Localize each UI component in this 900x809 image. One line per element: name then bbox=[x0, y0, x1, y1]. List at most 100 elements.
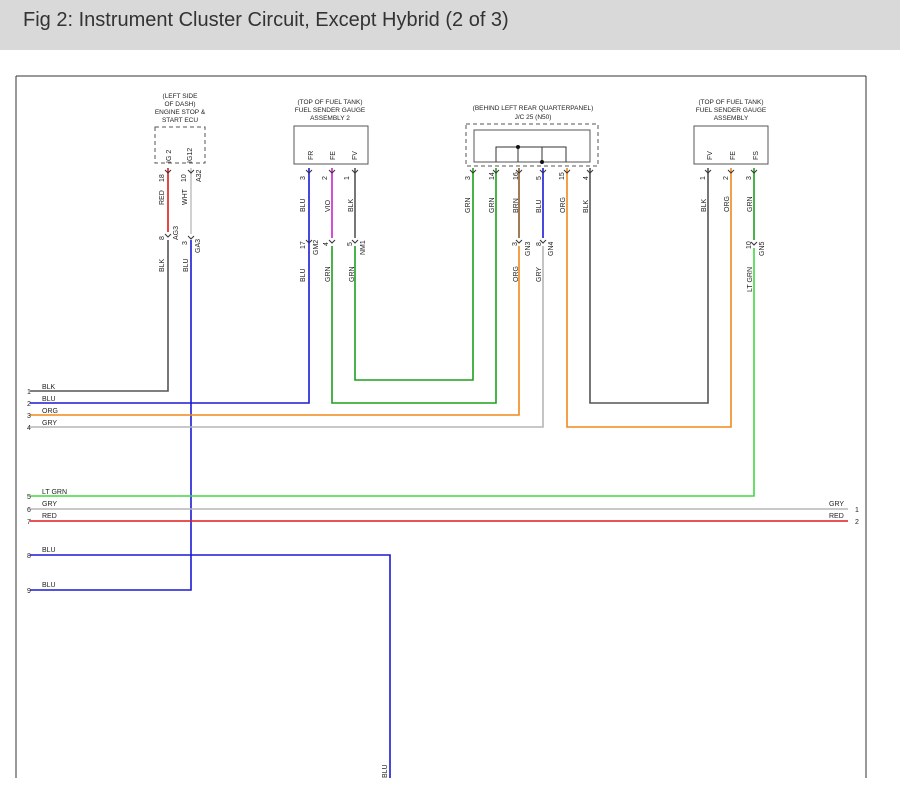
ecu-wire-red: RED bbox=[159, 190, 166, 205]
ecu-box bbox=[154, 126, 206, 164]
s1-pin-label-1: FV bbox=[707, 151, 714, 160]
left-num-9: 9 bbox=[27, 588, 31, 595]
bottom-wire-label: BLU bbox=[382, 764, 389, 778]
ecu-title-2: OF DASH) bbox=[164, 101, 195, 108]
s1-wire-grn: GRN bbox=[747, 196, 754, 212]
s2-title-3: ASSEMBLY 2 bbox=[310, 115, 350, 122]
s2-pin-num-3: 1 bbox=[344, 176, 351, 180]
jc-lower-gry: GRY bbox=[536, 267, 543, 282]
s1-splice-pin: 10 bbox=[746, 241, 753, 249]
wire-jc-org bbox=[30, 246, 520, 416]
right-num-1: 1 bbox=[855, 507, 859, 514]
left-lbl-3: ORG bbox=[42, 408, 58, 415]
wire-s1-ltgrn bbox=[30, 248, 755, 497]
s2-splice-conn-1: GM2 bbox=[313, 240, 320, 255]
s2-wire-blk: BLK bbox=[348, 198, 355, 212]
jc-wire-1: GRN bbox=[465, 197, 472, 213]
left-lbl-8: BLU bbox=[42, 547, 56, 554]
jc-wire-2: GRN bbox=[489, 197, 496, 213]
ecu-splice-conn-1: AG3 bbox=[173, 226, 180, 240]
left-num-5: 5 bbox=[27, 494, 31, 501]
jc-pin-5: 15 bbox=[559, 172, 566, 180]
s2-pin-label-1: FR bbox=[308, 151, 315, 160]
s1-box bbox=[693, 125, 769, 165]
ecu-title-4: START ECU bbox=[162, 117, 198, 124]
jc-wire-6: BLK bbox=[583, 199, 590, 213]
left-num-6: 6 bbox=[27, 507, 31, 514]
left-lbl-9: BLU bbox=[42, 582, 56, 589]
s2-pin-num-1: 3 bbox=[300, 176, 307, 180]
s1-lower-ltgrn: LT GRN bbox=[747, 267, 754, 292]
s1-pin-label-3: FS bbox=[753, 151, 760, 160]
ecu-title-3: ENGINE STOP & bbox=[155, 109, 206, 116]
s2-pin-label-3: FV bbox=[352, 151, 359, 160]
wire-s2-grn-1 bbox=[331, 168, 497, 404]
wires bbox=[30, 168, 848, 778]
jc-pin-6: 4 bbox=[583, 176, 590, 180]
ecu-splice-conn-2: GA3 bbox=[195, 239, 202, 253]
s1-pin-num-2: 2 bbox=[723, 176, 730, 180]
left-labels: 1 BLK 2 BLU 3 ORG 4 GRY 5 LT GRN 6 GRY 7… bbox=[27, 384, 67, 595]
jc-pin-1: 3 bbox=[465, 176, 472, 180]
wire-ecu-blk bbox=[30, 240, 169, 392]
right-labels: GRY 1 RED 2 bbox=[829, 501, 859, 526]
s1-pin-label-2: FE bbox=[730, 151, 737, 160]
left-lbl-1: BLK bbox=[42, 384, 56, 391]
s2-splice-conn-2: NM1 bbox=[360, 240, 367, 255]
jc-node-2 bbox=[540, 160, 544, 164]
jc-splice-conn-1: GN3 bbox=[525, 242, 532, 257]
s1-pin-num-1: 1 bbox=[700, 176, 707, 180]
jc-splice-pin-1: 3 bbox=[512, 242, 519, 246]
left-lbl-2: BLU bbox=[42, 396, 56, 403]
left-lbl-4: GRY bbox=[42, 420, 57, 427]
wire-s2-blu bbox=[30, 168, 310, 404]
ecu-pin-num-1: 18 bbox=[159, 174, 166, 182]
jc-title-1: (BEHIND LEFT REAR QUARTERPANEL) bbox=[473, 105, 594, 112]
s2-pin-label-2: FE bbox=[330, 151, 337, 160]
right-num-2: 2 bbox=[855, 519, 859, 526]
s1-splice-conn: GN5 bbox=[759, 242, 766, 257]
s2-splice-pin-3: 5 bbox=[347, 242, 354, 246]
jc-box-outer bbox=[465, 123, 599, 167]
ecu-lower-blu: BLU bbox=[183, 258, 190, 272]
jc-wire-3: BRN bbox=[513, 198, 520, 213]
fuel-sender-2: (TOP OF FUEL TANK) FUEL SENDER GAUGE ASS… bbox=[293, 99, 369, 282]
s2-splice-pin-1: 17 bbox=[300, 241, 307, 249]
s1-pin-num-3: 3 bbox=[746, 176, 753, 180]
s2-lower-grn-1: GRN bbox=[325, 266, 332, 282]
s2-wire-vio: VIO bbox=[325, 199, 332, 212]
jc-pin-2: 14 bbox=[489, 172, 496, 180]
left-lbl-5: LT GRN bbox=[42, 489, 67, 496]
page-title: Fig 2: Instrument Cluster Circuit, Excep… bbox=[23, 9, 509, 31]
left-num-7: 7 bbox=[27, 519, 31, 526]
left-num-1: 1 bbox=[27, 389, 31, 396]
ecu-pin-label-1: IG 2 bbox=[166, 150, 173, 163]
jc-bus bbox=[495, 146, 567, 162]
s2-pin-num-2: 2 bbox=[322, 176, 329, 180]
page-header: Fig 2: Instrument Cluster Circuit, Excep… bbox=[0, 0, 900, 50]
s1-title-3: ASSEMBLY bbox=[714, 115, 749, 122]
s1-wire-org: ORG bbox=[724, 196, 731, 212]
s1-title-1: (TOP OF FUEL TANK) bbox=[698, 99, 763, 106]
jc-node-1 bbox=[516, 145, 520, 149]
fuel-sender-1: (TOP OF FUEL TANK) FUEL SENDER GAUGE ASS… bbox=[693, 99, 769, 292]
ecu-title-1: (LEFT SIDE bbox=[163, 93, 199, 100]
jc-wire-4: BLU bbox=[536, 199, 543, 213]
ecu-pin-label-2: IG12 bbox=[187, 148, 194, 163]
s2-wire-blu: BLU bbox=[300, 198, 307, 212]
jc-box-inner bbox=[473, 129, 591, 163]
right-lbl-1: GRY bbox=[829, 501, 844, 508]
jc-splice-pin-2: 8 bbox=[536, 242, 543, 246]
wire-s2-grn-2 bbox=[354, 168, 474, 381]
ecu-splice-pin-2: 3 bbox=[182, 241, 189, 245]
left-lbl-7: RED bbox=[42, 513, 57, 520]
s2-title-2: FUEL SENDER GAUGE bbox=[295, 107, 366, 114]
s1-title-2: FUEL SENDER GAUGE bbox=[696, 107, 767, 114]
ecu-pin-num-2: 10 bbox=[181, 174, 188, 182]
connector-marks bbox=[164, 169, 758, 246]
s2-box bbox=[293, 125, 369, 165]
ecu-component: (LEFT SIDE OF DASH) ENGINE STOP & START … bbox=[154, 93, 206, 272]
jc-lower-org: ORG bbox=[513, 266, 520, 282]
jc-wire-5: ORG bbox=[560, 197, 567, 213]
ecu-lower-blk: BLK bbox=[159, 258, 166, 272]
